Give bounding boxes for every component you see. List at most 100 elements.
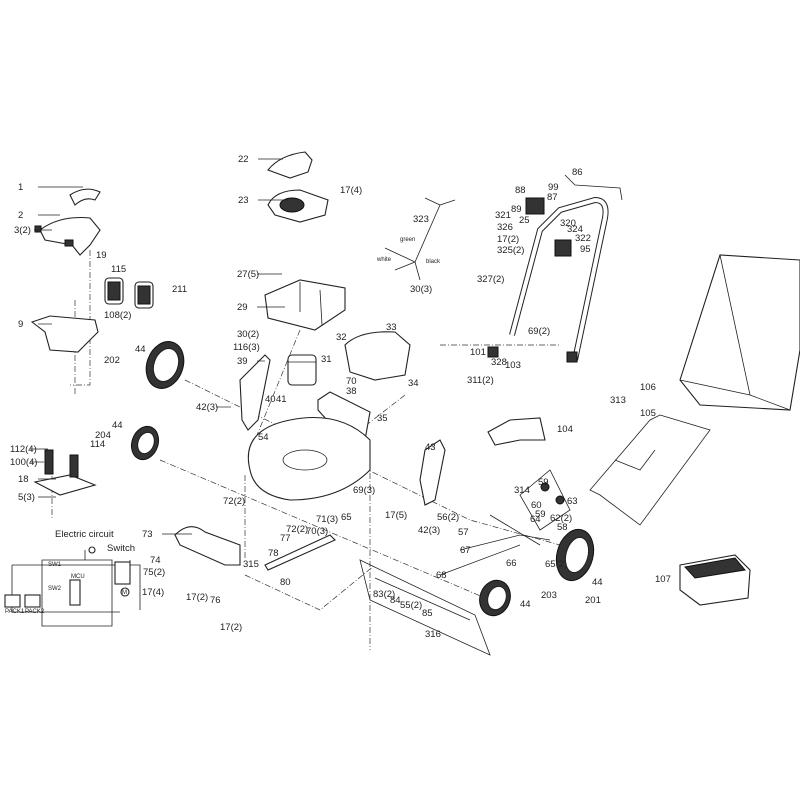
part-label: 64 [530, 514, 541, 525]
part-label: 55(2) [400, 600, 422, 611]
part-label: 211 [172, 284, 187, 295]
part-label: 70 [346, 376, 357, 387]
part-label: 203 [541, 590, 557, 601]
part-label: 108(2) [104, 310, 131, 321]
part-label: 38 [346, 386, 357, 397]
part-label: 17(2) [497, 234, 519, 245]
part-label: 62(2) [550, 513, 572, 524]
wheel-202 [145, 341, 185, 389]
part-label: 54 [258, 432, 269, 443]
part-label: 311(2) [467, 375, 494, 386]
part-label: 71(3) [316, 514, 338, 525]
circuit-component-label: SW1 [48, 562, 62, 568]
part-label: 18 [18, 474, 29, 485]
height-axle [439, 514, 551, 576]
part-label: 314 [514, 485, 530, 496]
circuit-component-label: PACK1 [5, 609, 25, 615]
charger-107 [679, 554, 751, 606]
part-label: 327(2) [477, 274, 504, 285]
part-label: 57 [458, 527, 469, 538]
part-label: 103 [505, 360, 521, 371]
mulch-plug-104 [487, 417, 546, 446]
cover-23 [267, 189, 329, 223]
part-label: 69(3) [353, 485, 375, 496]
part-label: 60 [531, 500, 542, 511]
part-label: 56(2) [437, 512, 459, 523]
part-label: 39 [237, 356, 248, 367]
wire-color-label: green [400, 237, 415, 243]
part-label: 73 [142, 529, 153, 540]
part-label: 58 [557, 522, 568, 533]
part-labels: 123(2)19115211108(2)92024444204112(4)114… [10, 154, 671, 640]
part-label: 323 [413, 214, 429, 225]
circuit-component-label: SW2 [48, 586, 62, 592]
part-label: 326 [497, 222, 513, 233]
wire-color-label: black [426, 259, 441, 265]
part-label: 84 [390, 595, 401, 606]
part-label: 59 [535, 509, 546, 520]
part-label: 9 [18, 319, 23, 330]
part-label: 104 [557, 424, 573, 435]
part-label: 34 [408, 378, 419, 389]
part-label: 5(3) [18, 492, 35, 503]
part-label: 72(2) [286, 524, 308, 535]
part-label: 72(2) [223, 496, 245, 507]
rear-cover-33 [344, 331, 411, 381]
part-label: 77 [280, 533, 291, 544]
wire-color-label: white [376, 257, 392, 263]
part-label: 204 [95, 430, 111, 441]
part-label: 75(2) [143, 567, 165, 578]
cover-22 [267, 151, 313, 179]
part-label: 328 [491, 357, 507, 368]
part-label: 25 [519, 215, 530, 226]
part-label: 83(2) [373, 589, 395, 600]
bracket-43 [419, 439, 446, 506]
circuit-component-label: M [122, 590, 127, 596]
part-label: 100(4) [10, 457, 37, 468]
part-label: 68 [436, 570, 447, 581]
top-cover-1 [69, 188, 101, 206]
battery-packs [104, 277, 154, 309]
part-label: 23 [238, 195, 249, 206]
part-label: 101 [470, 347, 486, 358]
circuit-title: Electric circuit [55, 529, 114, 540]
motor-housing-29 [264, 279, 346, 331]
part-label: 67 [460, 545, 471, 556]
deck-54 [247, 417, 371, 501]
part-label: 44 [520, 599, 531, 610]
rear-flap-73 [174, 526, 241, 566]
part-label: 324 [567, 224, 583, 235]
part-label: 35 [377, 413, 388, 424]
part-label: 89 [511, 204, 522, 215]
part-label: 43 [425, 442, 436, 453]
top-cover-2 [34, 216, 101, 256]
part-label: 17(2) [220, 622, 242, 633]
part-label: 44 [135, 344, 146, 355]
battery-housing-9 [30, 315, 99, 353]
part-label: 63 [567, 496, 578, 507]
wheel-204 [130, 425, 160, 461]
switch-label: Switch [107, 543, 135, 554]
part-label: 2 [18, 210, 23, 221]
part-label: 325(2) [497, 245, 524, 256]
part-label: 99 [548, 182, 559, 193]
part-label: 114 [90, 439, 105, 450]
part-label: 22 [238, 154, 249, 165]
part-label: 41 [276, 394, 287, 405]
plate-316 [359, 559, 491, 656]
part-label: 30(3) [410, 284, 432, 295]
part-label: 59 [538, 477, 549, 488]
handle [487, 174, 623, 363]
part-label: 322 [575, 233, 591, 244]
part-label: 65(2) [545, 559, 567, 570]
part-label: 31 [321, 354, 332, 365]
part-label: 40 [265, 394, 276, 405]
part-label: 320 [560, 218, 576, 229]
part-label: 65 [341, 512, 352, 523]
part-label: 88 [515, 185, 526, 196]
part-label: 30(2) [237, 329, 259, 340]
part-label: 105 [640, 408, 656, 419]
